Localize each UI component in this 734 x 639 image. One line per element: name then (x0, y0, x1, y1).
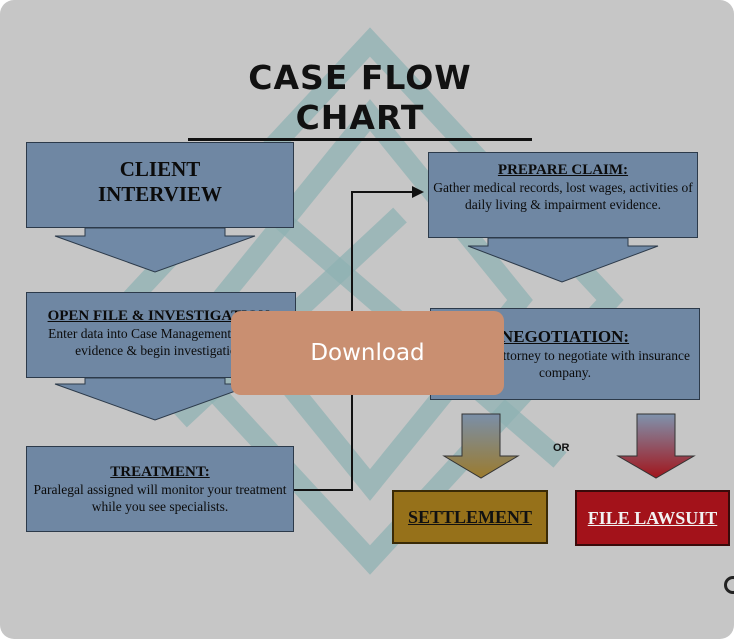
connector-arrowhead (412, 186, 424, 198)
open-file-text: Enter data into Case Management, collect… (48, 326, 274, 358)
prepare-claim-text: Gather medical records, lost wages, acti… (433, 180, 693, 212)
arrow-to-lawsuit (616, 413, 696, 479)
treatment-box: TREATMENT: Paralegal assigned will monit… (26, 446, 294, 532)
arrow-openfile-to-treatment (54, 377, 256, 421)
client-interview-line2: INTERVIEW (97, 182, 223, 206)
arrow-to-settlement (442, 413, 520, 479)
prepare-claim-box: PREPARE CLAIM: Gather medical records, l… (428, 152, 698, 238)
chart-title: CASE FLOW CHART (188, 58, 532, 141)
client-interview-box: CLIENT INTERVIEW (26, 142, 294, 228)
negotiation-heading: NEGOTIATION: (500, 327, 630, 346)
copyright-icon (724, 576, 734, 594)
or-label: OR (553, 442, 570, 454)
file-lawsuit-box: FILE LAWSUIT (575, 490, 730, 546)
client-interview-line1: CLIENT (119, 157, 201, 181)
settlement-box: SETTLEMENT (392, 490, 548, 544)
treatment-text: Paralegal assigned will monitor your tre… (33, 482, 287, 514)
open-file-heading: OPEN FILE & INVESTIGATION: (47, 308, 275, 324)
treatment-heading: TREATMENT: (110, 464, 210, 480)
download-button[interactable]: Download (231, 311, 504, 395)
prepare-claim-heading: PREPARE CLAIM: (497, 162, 629, 178)
arrow-client-to-openfile (54, 227, 256, 273)
arrow-prepare-to-negotiation (467, 237, 659, 283)
